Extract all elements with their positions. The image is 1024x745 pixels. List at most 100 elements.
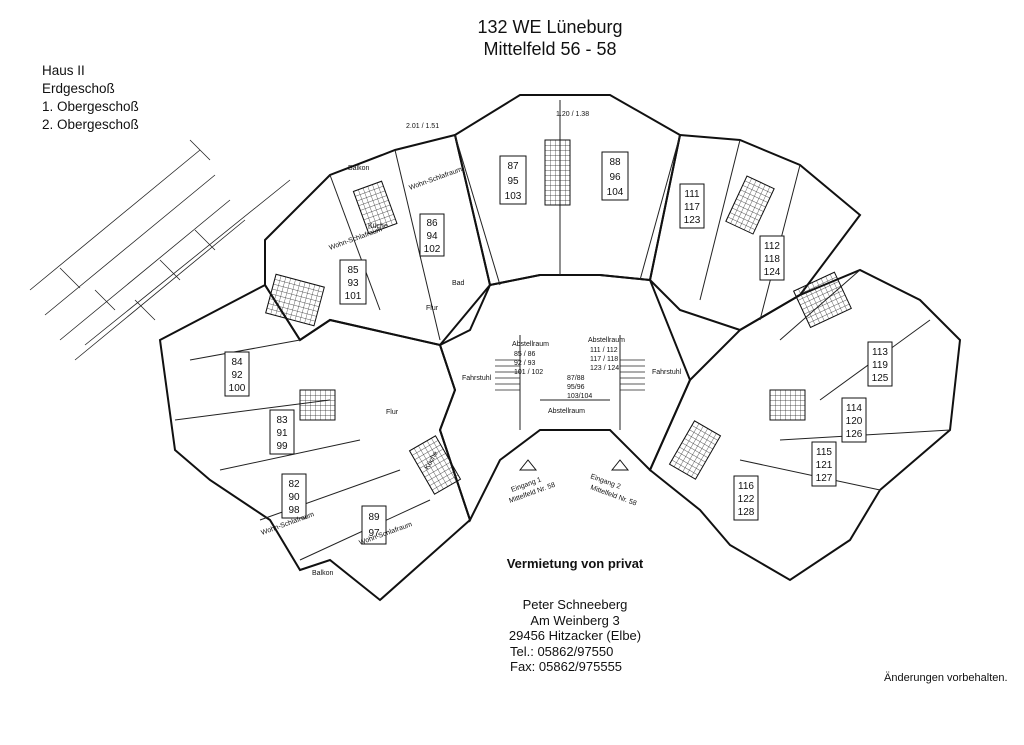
floor-list: Haus II Erdgeschoß 1. Obergeschoß 2. Obe… — [42, 62, 139, 134]
abstellraum-right-num: 111 / 112 — [590, 347, 618, 354]
wohn-schlafraum-label: Wohn-Schlafraum — [408, 166, 463, 192]
unit-83-91-99: 83 91 99 — [269, 409, 295, 455]
flur-label: Flur — [426, 305, 439, 312]
dimension-lines — [29, 139, 291, 361]
tile-block — [769, 389, 806, 421]
unit-number: 95 — [507, 176, 519, 187]
unit-number: 127 — [816, 473, 833, 484]
tiled-areas — [265, 139, 852, 495]
contact-block: Vermietung von privat Peter Schneeberg A… — [470, 556, 680, 675]
unit-number: 100 — [229, 383, 246, 394]
unit-number: 113 — [872, 347, 888, 358]
unit-86-94-102: 86 94 102 — [419, 213, 445, 257]
kueche-label: Küche — [368, 223, 388, 230]
contact-fax: Fax: 05862/975555 — [510, 659, 623, 674]
unit-number: 123 — [684, 215, 701, 226]
abstellraum-center-num: 87/88 — [567, 375, 585, 382]
unit-85-93-101: 85 93 101 — [339, 259, 367, 305]
tile-block — [299, 389, 336, 421]
contact-name: Peter Schneeberg — [522, 597, 628, 612]
unit-number: 87 — [507, 161, 519, 172]
fahrstuhl-left-label: Fahrstuhl — [462, 375, 492, 382]
unit-87-95-103: 87 95 103 — [499, 155, 527, 205]
unit-88-96-104: 88 96 104 — [601, 151, 629, 201]
unit-number: 115 — [816, 447, 832, 458]
unit-number: 128 — [738, 507, 755, 518]
unit-number: 97 — [368, 528, 380, 539]
abstellraum-right-label: Abstellraum — [588, 337, 625, 344]
unit-number: 119 — [872, 360, 888, 371]
unit-number: 84 — [231, 357, 243, 368]
unit-115-121-127: 115 121 127 — [811, 441, 837, 487]
unit-number: 94 — [426, 231, 438, 242]
dim-left: 2.01 / 1.51 — [406, 123, 439, 130]
unit-84-92-100: 84 92 100 — [224, 351, 250, 397]
tile-block — [544, 139, 571, 206]
unit-number: 82 — [288, 479, 300, 490]
unit-number: 96 — [609, 172, 621, 183]
unit-number: 126 — [846, 429, 863, 440]
apartment-labels: 87 95 103 88 96 104 86 94 102 85 93 101 … — [224, 151, 893, 545]
balkon-label: Balkon — [348, 165, 370, 172]
entrance-labels: Eingang 1 Mittelfeld Nr. 58 Eingang 2 Mi… — [508, 473, 637, 507]
unit-number: 98 — [288, 505, 300, 516]
unit-number: 125 — [872, 373, 889, 384]
entrance-1-marker — [518, 459, 538, 471]
unit-number: 90 — [288, 492, 300, 503]
unit-114-120-126: 114 120 126 — [841, 397, 867, 443]
abstellraum-center-num: 103/104 — [567, 393, 592, 400]
dim-top: 1.20 / 1.38 — [556, 111, 589, 118]
stairs — [495, 359, 645, 391]
unit-113-119-125: 113 119 125 — [867, 341, 893, 387]
entrance-2-marker — [610, 459, 630, 471]
unit-number: 117 — [684, 202, 700, 213]
floor-second: 2. Obergeschoß — [42, 117, 139, 132]
unit-number: 101 — [345, 291, 362, 302]
floor-ground: Erdgeschoß — [42, 81, 115, 96]
entrances — [518, 459, 630, 471]
bad-label: Bad — [452, 280, 465, 287]
unit-number: 122 — [738, 494, 755, 505]
unit-number: 120 — [846, 416, 863, 427]
unit-number: 118 — [764, 254, 780, 265]
unit-number: 91 — [276, 428, 288, 439]
unit-number: 89 — [368, 512, 380, 523]
flur-label: Flur — [386, 409, 399, 416]
unit-116-122-128: 116 122 128 — [733, 475, 759, 521]
tile-block — [792, 271, 852, 329]
abstellraum-left-num: 92 / 93 — [514, 360, 536, 367]
tile-block — [408, 435, 462, 495]
unit-82-90-98: 82 90 98 — [281, 473, 307, 519]
tile-block — [668, 420, 722, 480]
unit-number: 124 — [764, 267, 781, 278]
abstellraum-left-num: 85 / 86 — [514, 351, 536, 358]
unit-111-117-123: 111 117 123 — [679, 183, 705, 229]
unit-number: 85 — [347, 265, 359, 276]
tile-block — [352, 180, 398, 235]
contact-city: 29456 Hitzacker (Elbe) — [508, 628, 642, 643]
unit-number: 121 — [816, 460, 833, 471]
title-line-2: Mittelfeld 56 - 58 — [483, 39, 617, 59]
contact-tel: Tel.: 05862/97550 — [510, 643, 614, 659]
floor-house: Haus II — [42, 63, 85, 78]
unit-number: 88 — [609, 157, 621, 168]
unit-number: 86 — [426, 218, 438, 229]
abstellraum-left-num: 101 / 102 — [514, 369, 543, 376]
abstellraum-right-num: 117 / 118 — [590, 356, 618, 363]
unit-number: 103 — [505, 191, 522, 202]
unit-number: 99 — [276, 441, 288, 452]
footnote: Änderungen vorbehalten. — [884, 672, 1008, 684]
contact-street: Am Weinberg 3 — [530, 612, 620, 628]
unit-112-118-124: 112 118 124 — [759, 235, 785, 281]
unit-number: 116 — [738, 481, 754, 492]
title-line-1: 132 WE Lüneburg — [477, 17, 623, 37]
abstellraum-center-num: 95/96 — [567, 384, 585, 391]
abstellraum-bottom-label: Abstellraum — [548, 408, 585, 415]
unit-number: 104 — [607, 187, 624, 198]
unit-number: 112 — [764, 241, 780, 252]
abstellraum-right-num: 123 / 124 — [590, 365, 619, 372]
unit-number: 102 — [424, 244, 441, 255]
unit-number: 111 — [684, 189, 700, 200]
abstellraum-left-label: Abstellraum — [512, 341, 549, 348]
